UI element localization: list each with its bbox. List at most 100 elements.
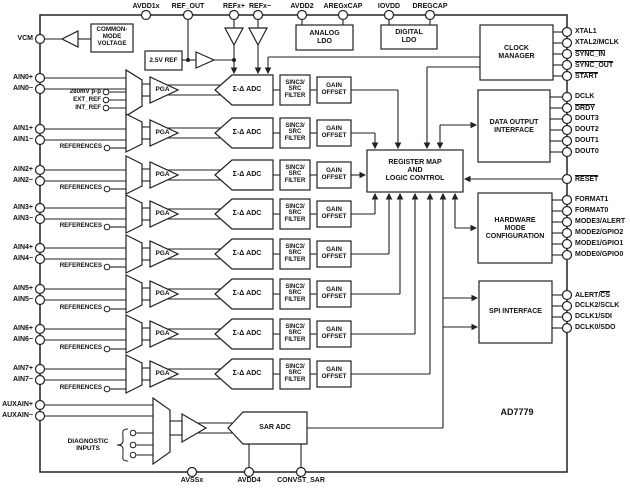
pin-label-dclk: DCLK <box>575 93 595 100</box>
pin-label-ain4n: AIN4− <box>12 255 33 262</box>
ch0-gain-label: GAIN OFFSET <box>321 82 347 96</box>
ch5-pga-label: PGA <box>155 290 170 297</box>
pin-label-dout0: DOUT0 <box>575 148 599 155</box>
ch0-filter-label: SINC3/ SRC FILTER <box>284 80 306 99</box>
ch0-opt-intref-label: INT_REF <box>75 104 101 111</box>
pin-refxn <box>252 9 264 21</box>
pin-vcm <box>34 33 46 45</box>
hardware-mode-label: HARDWARE MODE CONFIGURATION <box>485 217 545 240</box>
ch4-mux-icon <box>125 234 143 274</box>
data-output-interface-label: DATA OUTPUT INTERFACE <box>489 119 539 134</box>
ch0-mux-icon <box>125 68 143 118</box>
ch6-mux-icon <box>125 314 143 354</box>
ref-2v5-label: 2.5V REF <box>149 57 178 64</box>
ch4-pga-label: PGA <box>155 250 170 257</box>
part-number-label: AD7779 <box>500 407 534 417</box>
ch6-gain-label: GAIN OFFSET <box>321 326 347 340</box>
pin-label-convst-sar: CONVST_SAR <box>277 477 325 484</box>
pin-label-refxp: REFx+ <box>223 3 245 10</box>
ch7-filter-label: SINC3/ SRC FILTER <box>284 364 306 383</box>
ch0-pga-label: PGA <box>155 86 170 93</box>
ch6-pga-label: PGA <box>155 330 170 337</box>
pin-label-mode3-alert: MODE3/ALERT <box>575 218 626 225</box>
pin-label-ain5p: AIN5+ <box>12 285 33 292</box>
pin-label-mode1-gpio1: MODE1/GPIO1 <box>575 240 624 247</box>
aux-mux-icon <box>152 396 171 466</box>
pin-label-ain2p: AIN2+ <box>12 166 33 173</box>
hardware-mode-block <box>477 192 553 264</box>
ch6-references-label: REFERENCES <box>59 344 102 351</box>
pin-label-iovdd: IOVDD <box>377 3 401 10</box>
ch4-gain-label: GAIN OFFSET <box>321 246 347 260</box>
common-mode-voltage-block <box>90 23 134 53</box>
ch1-filter-label: SINC3/ SRC FILTER <box>284 123 306 142</box>
pin-label-ain7p: AIN7+ <box>12 365 33 372</box>
pin-label-avssx: AVSSx <box>180 477 204 484</box>
pin-label-ain2n: AIN2− <box>12 177 33 184</box>
ch1-pga-label: PGA <box>155 129 170 136</box>
pin-label-ain0p: AIN0+ <box>12 74 33 81</box>
ch3-filter-label: SINC3/ SRC FILTER <box>284 204 306 223</box>
pin-label-dclk1-sdi: DCLK1/SDI <box>575 313 612 320</box>
ch7-references-label: REFERENCES <box>59 384 102 391</box>
vcm-buffer-icon <box>60 30 79 48</box>
digital-ldo-block <box>380 24 438 50</box>
ch5-gain-label: GAIN OFFSET <box>321 286 347 300</box>
ch2-references-label: REFERENCES <box>59 184 102 191</box>
pin-label-dout1: DOUT1 <box>575 137 599 144</box>
pin-circles <box>34 9 573 478</box>
ch7-pga-icon <box>149 360 180 388</box>
sar-buffer-icon <box>181 412 208 444</box>
pin-auxainn <box>34 410 46 422</box>
pin-label-drdy: DRDY <box>575 104 595 112</box>
ch0-pga-icon <box>149 76 180 104</box>
ch7-pga-label: PGA <box>155 370 170 377</box>
ch5-filter-label: SINC3/ SRC FILTER <box>284 284 306 303</box>
refxp-buffer-icon <box>224 27 244 47</box>
ch6-adc-label: Σ-Δ ADC <box>232 330 262 337</box>
spi-interface-label: SPI INTERFACE <box>489 308 542 315</box>
ch1-pga-icon <box>149 119 180 147</box>
pin-label-ain1n: AIN1− <box>12 136 33 143</box>
pin-aregxcap <box>337 9 349 21</box>
right-blocks <box>366 24 562 344</box>
pin-label-avdd2: AVDD2 <box>290 3 314 10</box>
ch5-mux-icon <box>125 274 143 314</box>
pin-label-xtal2-mclk: XTAL2/MCLK <box>575 39 619 46</box>
ch6-pga-icon <box>149 320 180 348</box>
refxn-buffer-icon <box>248 27 268 47</box>
channel-rows <box>44 68 434 394</box>
ch2-mux-icon <box>125 155 143 195</box>
ch4-references-label: REFERENCES <box>59 262 102 269</box>
pin-ref-out <box>182 9 194 21</box>
ch1-references-label: REFERENCES <box>59 143 102 150</box>
ch6-filter-label: SINC3/ SRC FILTER <box>284 324 306 343</box>
pin-label-vcm: VCM <box>17 35 33 42</box>
ch3-references-label: REFERENCES <box>59 222 102 229</box>
ch3-pga-icon <box>149 200 180 228</box>
pin-avdd4 <box>243 466 255 478</box>
ch1-gain-label: GAIN OFFSET <box>321 125 347 139</box>
pin-label-dclk0-sdo: DCLK0/SDO <box>575 324 616 331</box>
pin-label-start: START <box>575 72 598 80</box>
pin-avdd2 <box>296 9 308 21</box>
ch2-pga-label: PGA <box>155 171 170 178</box>
pin-label-dout3: DOUT3 <box>575 115 599 122</box>
sar-adc-label: SAR ADC <box>259 424 291 431</box>
ch2-gain-label: GAIN OFFSET <box>321 167 347 181</box>
pin-label-dregcap: DREGCAP <box>412 3 448 10</box>
pin-label-dclk2-sclk: DCLK2/SCLK <box>575 302 620 309</box>
diagnostic-inputs-label: DIAGNOSTIC INPUTS <box>67 438 109 453</box>
pin-iovdd <box>383 9 395 21</box>
clock-manager-label: CLOCK MANAGER <box>498 45 535 60</box>
pin-label-reset: RESET <box>575 175 599 183</box>
ch2-filter-label: SINC3/ SRC FILTER <box>284 165 306 184</box>
pin-label-auxainp: AUXAIN+ <box>2 401 33 408</box>
pin-refxp <box>228 9 240 21</box>
ch3-gain-label: GAIN OFFSET <box>321 206 347 220</box>
pin-label-ain5n: AIN5− <box>12 296 33 303</box>
ch7-adc-label: Σ-Δ ADC <box>232 370 262 377</box>
pin-label-ain3p: AIN3+ <box>12 204 33 211</box>
diagnostic-brace-icon <box>116 428 129 462</box>
